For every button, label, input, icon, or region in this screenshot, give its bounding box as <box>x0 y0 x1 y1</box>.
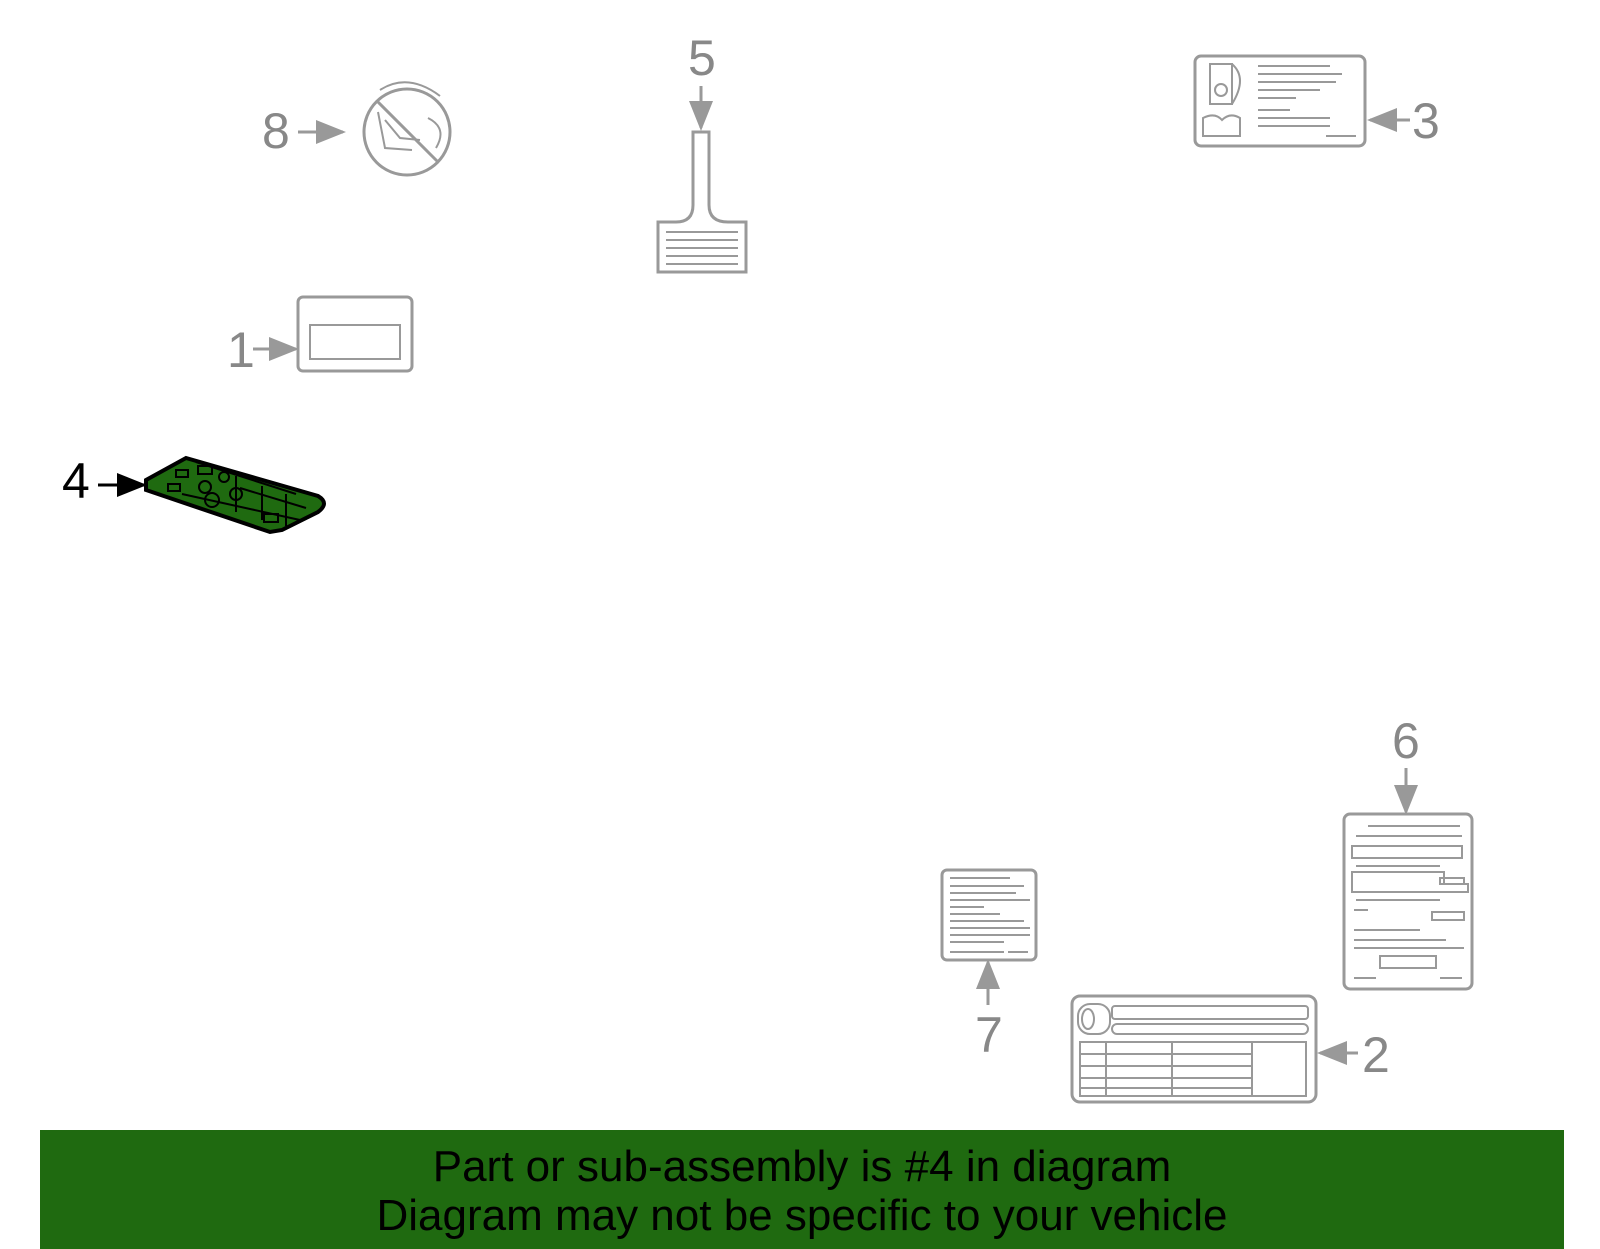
banner-line-2: Diagram may not be specific to your vehi… <box>376 1191 1228 1240</box>
part-4-highlighted-label[interactable]: 4 <box>62 453 326 535</box>
tire-label-details <box>1077 1003 1309 1097</box>
airbag-warning-icon <box>362 81 452 177</box>
callout-4: 4 <box>62 453 90 509</box>
tall-label-outline <box>1342 812 1474 991</box>
small-label-text-lines <box>950 877 1030 953</box>
part-2-tire-label[interactable]: 2 <box>1070 994 1390 1104</box>
callout-6: 6 <box>1392 713 1420 769</box>
part-6-tall-label[interactable]: 6 <box>1342 713 1474 991</box>
part-7-small-label[interactable]: 7 <box>940 868 1038 1063</box>
tag-icon <box>656 130 748 274</box>
tire-label-outline <box>1070 994 1318 1104</box>
highlighted-label-icon <box>144 455 326 535</box>
label-outline <box>296 295 414 373</box>
parts-diagram: 8 5 <box>62 30 1474 1104</box>
part-3-info-label[interactable]: 3 <box>1193 54 1440 149</box>
part-5-hang-tag[interactable]: 5 <box>656 30 748 274</box>
part-info-banner: Part or sub-assembly is #4 in diagram Di… <box>40 1130 1564 1249</box>
part-1-label[interactable]: 1 <box>227 295 414 378</box>
callout-5: 5 <box>688 30 716 86</box>
info-label-outline <box>1193 54 1367 148</box>
callout-1: 1 <box>227 322 255 378</box>
info-label-text-lines <box>1258 65 1356 137</box>
callout-7: 7 <box>975 1007 1003 1063</box>
part-8-airbag-label[interactable]: 8 <box>262 81 452 177</box>
callout-3: 3 <box>1412 93 1440 149</box>
banner-line-1: Part or sub-assembly is #4 in diagram <box>432 1142 1172 1191</box>
seat-icon <box>1209 63 1241 105</box>
tall-label-text-lines <box>1351 825 1469 979</box>
book-icon <box>1202 114 1241 137</box>
callout-8: 8 <box>262 103 290 159</box>
label-inner-box <box>309 324 401 360</box>
callout-2: 2 <box>1362 1027 1390 1083</box>
